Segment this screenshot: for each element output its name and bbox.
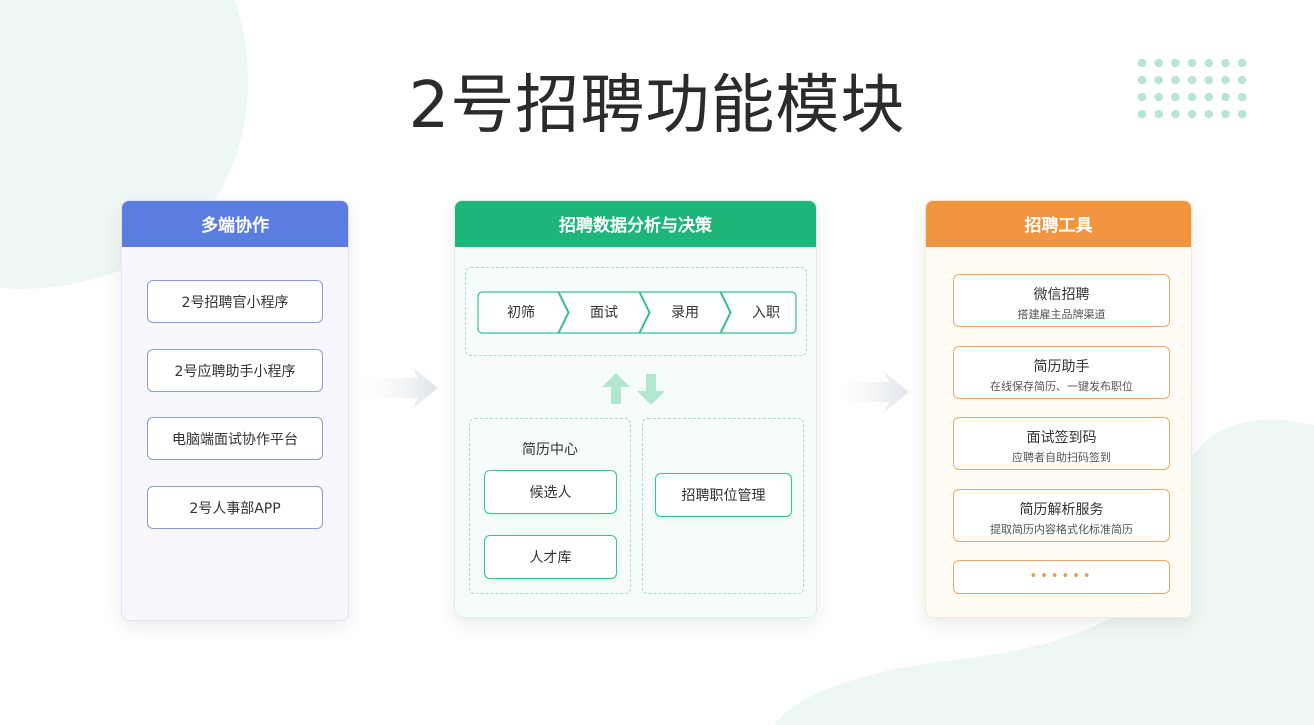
resume-center-label: 简历中心 <box>522 442 578 458</box>
process-step-label: 初筛 <box>507 305 535 321</box>
decorative-dot <box>1237 109 1247 119</box>
tool-title: 面试签到码 <box>1026 430 1097 446</box>
process-step-label: 入职 <box>752 305 780 321</box>
process-chevrons <box>477 291 797 334</box>
decorative-dot <box>1237 92 1247 102</box>
decorative-dot <box>1187 58 1197 68</box>
decorative-dot <box>1187 75 1197 85</box>
decorative-dot <box>1154 109 1163 119</box>
decorative-dot <box>1187 109 1197 119</box>
process-step-shape <box>639 291 731 334</box>
decorative-dot <box>1137 92 1147 102</box>
tool-title: 微信招聘 <box>1033 287 1090 303</box>
decorative-dot <box>1154 75 1163 85</box>
decorative-dot <box>1204 58 1214 68</box>
tool-title: 简历解析服务 <box>1019 502 1104 518</box>
process-step-shape <box>477 291 569 334</box>
list-item[interactable]: 电脑端面试协作平台 <box>147 417 323 460</box>
tool-item[interactable]: 简历助手 在线保存简历、一键发布职位 <box>953 346 1170 399</box>
decorative-dot <box>1171 92 1180 102</box>
process-flow-box: 初筛 面试 录用 入职 <box>465 267 807 356</box>
tool-item[interactable]: 简历解析服务 提取简历内容格式化标准简历 <box>953 489 1170 542</box>
decorative-dot <box>1221 92 1230 102</box>
more-tools-button[interactable]: •••••• <box>953 560 1170 594</box>
panel-header: 招聘工具 <box>926 201 1191 247</box>
arrow-right-icon <box>363 366 438 410</box>
decorative-dot <box>1221 109 1230 119</box>
decorative-dot <box>1171 109 1180 119</box>
arrow-right-icon <box>834 370 909 414</box>
talent-pool-button[interactable]: 人才库 <box>484 535 617 579</box>
process-step-label: 面试 <box>590 305 618 321</box>
process-step-label: 录用 <box>671 305 699 321</box>
panel-header: 招聘数据分析与决策 <box>455 201 816 247</box>
decorative-dot <box>1237 58 1247 68</box>
process-step-shape <box>558 291 650 334</box>
panel-header: 多端协作 <box>122 201 348 247</box>
decorative-dot <box>1204 75 1214 85</box>
decorative-dot <box>1137 109 1147 119</box>
decorative-dot-grid <box>1137 58 1247 119</box>
recruiting-tools-panel: 招聘工具 微信招聘 搭建雇主品牌渠道 简历助手 在线保存简历、一键发布职位 面试… <box>925 200 1192 618</box>
tool-desc: 应聘者自助扫码签到 <box>1012 451 1111 464</box>
list-item[interactable]: 2号应聘助手小程序 <box>147 349 323 392</box>
decorative-dot <box>1204 109 1214 119</box>
decorative-dot <box>1221 58 1230 68</box>
analysis-panel: 招聘数据分析与决策 初筛 面试 录用 入职 简历中心 候选人 人才库 招聘职位管… <box>454 200 817 618</box>
decorative-dot <box>1221 75 1230 85</box>
decorative-dot <box>1171 58 1180 68</box>
tool-item[interactable]: 面试签到码 应聘者自助扫码签到 <box>953 417 1170 470</box>
sync-arrows-icon <box>602 373 665 405</box>
list-item[interactable]: 2号人事部APP <box>147 486 323 529</box>
tool-desc: 提取简历内容格式化标准简历 <box>990 523 1133 536</box>
tool-title: 简历助手 <box>1033 359 1090 375</box>
decorative-dot <box>1137 75 1147 85</box>
process-step-shape <box>720 291 797 334</box>
multi-terminal-panel: 多端协作 2号招聘官小程序 2号应聘助手小程序 电脑端面试协作平台 2号人事部A… <box>121 200 349 621</box>
decorative-dot <box>1171 75 1180 85</box>
decorative-dot <box>1154 58 1163 68</box>
job-management-box: 招聘职位管理 <box>642 418 804 594</box>
decorative-dot <box>1137 58 1147 68</box>
decorative-dot <box>1237 75 1247 85</box>
decorative-dot <box>1154 92 1163 102</box>
job-management-button[interactable]: 招聘职位管理 <box>655 473 792 517</box>
decorative-dot <box>1187 92 1197 102</box>
tool-item[interactable]: 微信招聘 搭建雇主品牌渠道 <box>953 274 1170 327</box>
decorative-dot <box>1204 92 1214 102</box>
tool-desc: 在线保存简历、一键发布职位 <box>990 380 1133 393</box>
list-item[interactable]: 2号招聘官小程序 <box>147 280 323 323</box>
tool-desc: 搭建雇主品牌渠道 <box>1017 308 1106 321</box>
candidate-button[interactable]: 候选人 <box>484 470 617 514</box>
page-title: 2号招聘功能模块 <box>408 69 906 143</box>
resume-center-box: 简历中心 候选人 人才库 <box>469 418 631 594</box>
